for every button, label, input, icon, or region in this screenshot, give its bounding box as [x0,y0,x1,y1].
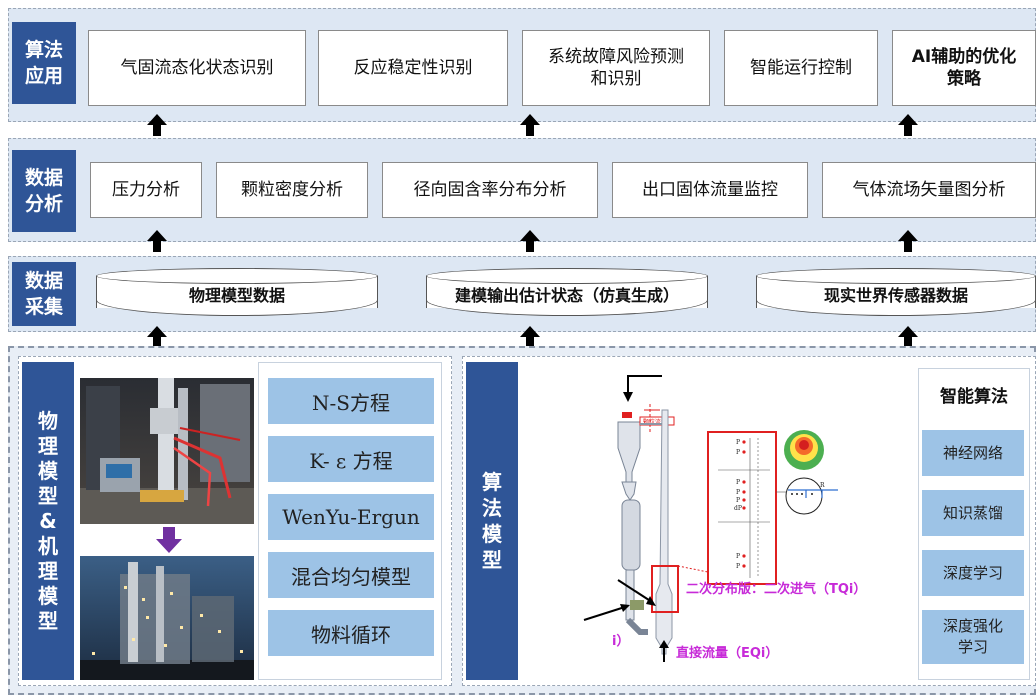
data-drum-sensor: 现实世界传感器数据 [756,268,1036,316]
data-drum-simulated: 建模输出估计状态（仿真生成） [426,268,708,316]
up-arrow-icon [147,230,167,252]
equation-material-circulation: 物料循环 [268,610,434,656]
up-arrow-icon [520,326,540,348]
up-arrow-icon [898,326,918,348]
svg-text:P: P [736,563,740,570]
svg-text:P: P [736,489,740,496]
industrial-plant-photo [80,556,254,680]
drum-label: 物理模型数据 [188,286,285,305]
physical-model-label: 物 理 模 型 & 机 理 模 型 [22,362,74,680]
svg-text:P: P [736,449,740,456]
svg-text:R: R [820,482,825,489]
equation-ns: N-S方程 [268,378,434,424]
data-drum-physical: 物理模型数据 [96,268,378,316]
collection-label: 数据 采集 [12,262,76,326]
svg-text:P: P [736,497,740,504]
intelligent-algorithms-title: 智能算法 [940,387,1008,407]
up-arrow-icon [147,114,167,136]
secondary-distribution-annotation: 二次分布版：二次进气（TQi） [686,582,867,597]
up-arrow-icon [898,114,918,136]
analysis-label: 数据 分析 [12,150,76,232]
equation-mixing-model: 混合均匀模型 [268,552,434,598]
svg-text:颗粒流量: 颗粒流量 [643,418,667,426]
svg-text:P: P [736,439,740,446]
down-arrow-icon [156,527,182,553]
app-item-stability: 反应稳定性识别 [318,30,508,106]
equation-wenyu-ergun: WenYu-Ergun [268,494,434,540]
algorithm-knowledge-distillation: 知识蒸馏 [922,490,1024,536]
up-arrow-icon [147,326,167,348]
drum-label: 建模输出估计状态（仿真生成） [454,286,679,305]
algorithm-deep-rl: 深度强化 学习 [922,610,1024,664]
svg-text:P: P [736,479,740,486]
analysis-item-gas-vector: 气体流场矢量图分析 [822,162,1036,218]
app-item-ai-optimize: AI辅助的优化 策略 [892,30,1036,106]
drum-label: 现实世界传感器数据 [823,286,968,305]
partial-annotation: i） [612,634,630,649]
algorithm-neural-network: 神经网络 [922,430,1024,476]
analysis-item-particle-density: 颗粒密度分析 [216,162,368,218]
app-item-control: 智能运行控制 [724,30,878,106]
algorithm-model-label: 算 法 模 型 [466,362,518,680]
up-arrow-icon [520,230,540,252]
up-arrow-icon [520,114,540,136]
lab-equipment-photo [80,378,254,524]
svg-text:P: P [736,553,740,560]
equation-k-epsilon: K- ε 方程 [268,436,434,482]
direct-flow-annotation: 直接流量（EQi） [676,646,779,661]
algorithm-deep-learning: 深度学习 [922,550,1024,596]
up-arrow-icon [898,230,918,252]
application-label: 算法 应用 [12,22,76,104]
app-item-gas-solid: 气固流态化状态识别 [88,30,306,106]
analysis-item-pressure: 压力分析 [90,162,202,218]
analysis-item-radial-solids: 径向固含率分布分析 [382,162,598,218]
analysis-item-outlet-flow: 出口固体流量监控 [612,162,808,218]
app-item-fault-risk: 系统故障风险预测 和识别 [522,30,710,106]
svg-text:dP: dP [734,505,742,512]
